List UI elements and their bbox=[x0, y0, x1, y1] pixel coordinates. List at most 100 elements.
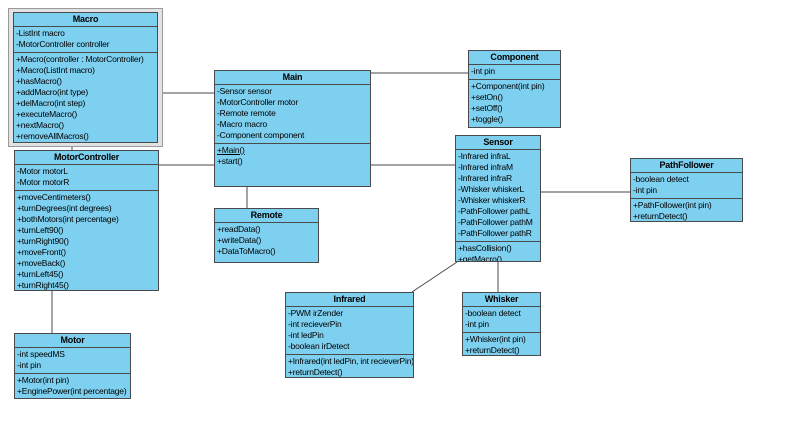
class-member: +hasMacro() bbox=[16, 76, 62, 86]
class-macro[interactable]: Macro -ListInt macro-MotorController con… bbox=[13, 12, 158, 143]
class-member: -PWM irZender bbox=[288, 308, 344, 318]
class-remote-title: Remote bbox=[215, 209, 318, 223]
class-member: +turnLeft90() bbox=[17, 225, 64, 235]
class-member: +Whisker(int pin) bbox=[465, 334, 526, 344]
class-member: +returnDetect() bbox=[633, 211, 688, 221]
class-member: +Main() bbox=[217, 145, 245, 155]
class-component-attributes: -int pin bbox=[469, 65, 560, 80]
class-member: +turnRight90() bbox=[17, 236, 69, 246]
class-member: +getMacro() bbox=[458, 254, 502, 262]
class-member: +hasCollision() bbox=[458, 243, 512, 253]
class-macro-methods: +Macro(controller : MotorController)+Mac… bbox=[14, 53, 157, 142]
connector-sensor-infrared bbox=[411, 261, 458, 293]
class-member: -Motor motorL bbox=[17, 166, 68, 176]
class-member: +moveCentimeters() bbox=[17, 192, 91, 202]
class-motorcontroller[interactable]: MotorController -Motor motorL-Motor moto… bbox=[14, 150, 159, 291]
class-member: -Motor motorR bbox=[17, 177, 70, 187]
class-pathfollower-title: PathFollower bbox=[631, 159, 742, 173]
class-infrared-title: Infrared bbox=[286, 293, 413, 307]
class-motor-methods: +Motor(int pin)+EnginePower(int percenta… bbox=[15, 374, 130, 398]
class-member: +turnDegrees(int degrees) bbox=[17, 203, 112, 213]
class-member: +writeData() bbox=[217, 235, 262, 245]
class-member: +start() bbox=[217, 156, 243, 166]
class-whisker-attributes: -boolean detect-int pin bbox=[463, 307, 540, 333]
class-whisker-methods: +Whisker(int pin)+returnDetect() bbox=[463, 333, 540, 355]
class-motorcontroller-title: MotorController bbox=[15, 151, 158, 165]
class-member: +returnDetect() bbox=[465, 345, 520, 355]
class-member: -int pin bbox=[465, 319, 489, 329]
class-whisker[interactable]: Whisker -boolean detect-int pin +Whisker… bbox=[462, 292, 541, 356]
class-component-title: Component bbox=[469, 51, 560, 65]
class-member: -Component component bbox=[217, 130, 305, 140]
class-member: -boolean irDetect bbox=[288, 341, 350, 351]
class-macro-attributes: -ListInt macro-MotorController controlle… bbox=[14, 27, 157, 53]
class-sensor-methods: +hasCollision()+getMacro() bbox=[456, 242, 540, 262]
class-member: +DataToMacro() bbox=[217, 246, 276, 256]
class-main[interactable]: Main -Sensor sensor-MotorController moto… bbox=[214, 70, 371, 187]
class-member: -Whisker whiskerL bbox=[458, 184, 525, 194]
class-member: +Motor(int pin) bbox=[17, 375, 70, 385]
class-component-methods: +Component(int pin)+setOn()+setOff()+tog… bbox=[469, 80, 560, 127]
class-main-attributes: -Sensor sensor-MotorController motor-Rem… bbox=[215, 85, 370, 144]
class-motor[interactable]: Motor -int speedMS-int pin +Motor(int pi… bbox=[14, 333, 131, 399]
class-member: +turnRight45() bbox=[17, 280, 69, 290]
class-member: +setOff() bbox=[471, 103, 503, 113]
class-member: +readData() bbox=[217, 224, 261, 234]
class-member: +PathFollower(int pin) bbox=[633, 200, 712, 210]
class-pathfollower-methods: +PathFollower(int pin)+returnDetect() bbox=[631, 199, 742, 221]
class-infrared[interactable]: Infrared -PWM irZender-int recieverPin-i… bbox=[285, 292, 414, 378]
class-member: +Macro(controller : MotorController) bbox=[16, 54, 144, 64]
class-member: -Remote remote bbox=[217, 108, 276, 118]
class-remote-methods: +readData()+writeData()+DataToMacro() bbox=[215, 223, 318, 262]
class-pathfollower-attributes: -boolean detect-int pin bbox=[631, 173, 742, 199]
class-sensor-title: Sensor bbox=[456, 136, 540, 150]
class-member: +setOn() bbox=[471, 92, 503, 102]
class-member: -PathFollower pathL bbox=[458, 206, 531, 216]
class-member: +moveBack() bbox=[17, 258, 66, 268]
class-member: -Infrared infraM bbox=[458, 162, 513, 172]
class-member: -int pin bbox=[471, 66, 495, 76]
class-member: +toggle() bbox=[471, 114, 503, 124]
class-member: +turnLeft45() bbox=[17, 269, 64, 279]
class-infrared-methods: +Infrared(int ledPin, int recieverPin)+r… bbox=[286, 355, 414, 377]
class-member: +Macro(ListInt macro) bbox=[16, 65, 95, 75]
class-pathfollower[interactable]: PathFollower -boolean detect-int pin +Pa… bbox=[630, 158, 743, 222]
class-member: +moveFront() bbox=[17, 247, 66, 257]
class-member: +delMacro(int step) bbox=[16, 98, 86, 108]
class-member: +addMacro(int type) bbox=[16, 87, 89, 97]
class-member: -Macro macro bbox=[217, 119, 268, 129]
class-member: -boolean detect bbox=[465, 308, 521, 318]
class-sensor-attributes: -Infrared infraL-Infrared infraM-Infrare… bbox=[456, 150, 540, 242]
class-main-title: Main bbox=[215, 71, 370, 85]
class-member: +Component(int pin) bbox=[471, 81, 545, 91]
class-member: -PathFollower pathR bbox=[458, 228, 532, 238]
class-member: +removeAllMacros() bbox=[16, 131, 89, 141]
class-member: -int pin bbox=[17, 360, 41, 370]
class-member: -Infrared infraR bbox=[458, 173, 512, 183]
class-member: -Infrared infraL bbox=[458, 151, 511, 161]
class-member: -PathFollower pathM bbox=[458, 217, 533, 227]
class-member: +returnDetect() bbox=[288, 367, 343, 377]
class-remote[interactable]: Remote +readData()+writeData()+DataToMac… bbox=[214, 208, 319, 263]
class-member: -int pin bbox=[633, 185, 657, 195]
class-member: +executeMacro() bbox=[16, 109, 78, 119]
class-member: -int recieverPin bbox=[288, 319, 342, 329]
class-member: +bothMotors(int percentage) bbox=[17, 214, 119, 224]
class-component[interactable]: Component -int pin +Component(int pin)+s… bbox=[468, 50, 561, 128]
class-main-methods: +Main()+start() bbox=[215, 144, 370, 186]
class-macro-title: Macro bbox=[14, 13, 157, 27]
class-motorcontroller-attributes: -Motor motorL-Motor motorR bbox=[15, 165, 158, 191]
class-member: -int speedMS bbox=[17, 349, 65, 359]
class-sensor[interactable]: Sensor -Infrared infraL-Infrared infraM-… bbox=[455, 135, 541, 262]
class-infrared-attributes: -PWM irZender-int recieverPin-int ledPin… bbox=[286, 307, 413, 355]
class-member: +EnginePower(int percentage) bbox=[17, 386, 127, 396]
class-member: -boolean detect bbox=[633, 174, 689, 184]
class-member: -MotorController controller bbox=[16, 39, 110, 49]
class-member: -ListInt macro bbox=[16, 28, 65, 38]
class-motor-attributes: -int speedMS-int pin bbox=[15, 348, 130, 374]
class-member: -Sensor sensor bbox=[217, 86, 272, 96]
class-motor-title: Motor bbox=[15, 334, 130, 348]
class-member: +Infrared(int ledPin, int recieverPin) bbox=[288, 356, 414, 366]
